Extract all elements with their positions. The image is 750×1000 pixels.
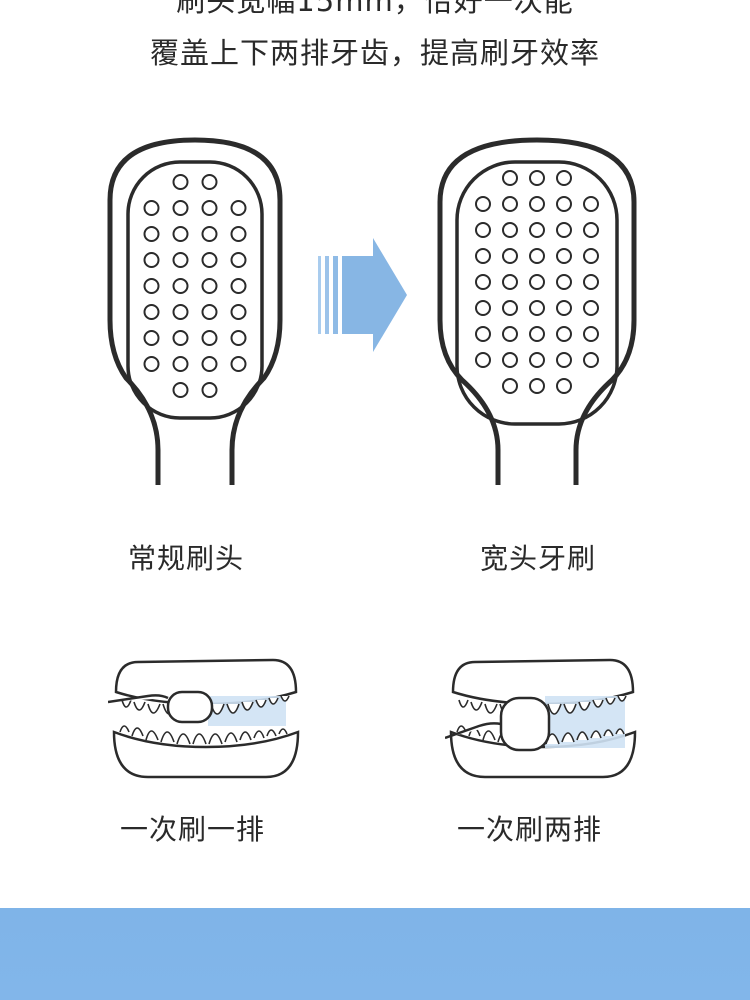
bristle-tuft — [556, 196, 572, 212]
heading-line-2: 覆盖上下两排牙齿，提高刷牙效率 — [149, 36, 600, 70]
footer-color-band — [0, 908, 750, 1000]
bristle-tuft — [502, 378, 518, 394]
bristle-tuft — [475, 352, 491, 368]
bristle-tuft — [230, 226, 247, 242]
bristle-tuft — [201, 174, 218, 190]
teeth-one-row-illustration — [108, 658, 300, 779]
bristle-tuft — [230, 200, 247, 216]
bristle-tuft — [502, 170, 518, 186]
bristle-tuft — [230, 330, 247, 346]
bristle-tuft — [172, 226, 189, 242]
bristle-tuft — [201, 278, 218, 294]
bristle-tuft — [529, 170, 545, 186]
bristle-tuft — [583, 326, 599, 342]
bristle-tuft — [201, 330, 218, 346]
bristle-tuft — [201, 226, 218, 242]
regular-brush-head-illustration — [107, 137, 283, 485]
bristle-tuft — [529, 326, 545, 342]
one-row-caption: 一次刷一排 — [120, 813, 266, 846]
bristle-tuft — [529, 378, 545, 394]
two-rows-caption: 一次刷两排 — [457, 813, 603, 846]
bristle-tuft — [475, 274, 491, 290]
bristle-tuft — [502, 352, 518, 368]
bristle-tuft — [583, 274, 599, 290]
bristle-tuft — [583, 222, 599, 238]
bristle-tuft — [556, 378, 572, 394]
bristle-tuft — [172, 356, 189, 372]
bristle-tuft — [230, 356, 247, 372]
bristle-tuft — [143, 200, 160, 216]
bristle-tuft — [502, 222, 518, 238]
bristle-tuft — [583, 248, 599, 264]
bristle-tuft — [475, 222, 491, 238]
bristle-tuft — [172, 278, 189, 294]
bristle-tuft — [143, 330, 160, 346]
bristle-tuft — [529, 222, 545, 238]
bristle-tuft — [475, 196, 491, 212]
bristle-tuft — [529, 248, 545, 264]
wide-brush-label: 宽头牙刷 — [480, 542, 597, 575]
teeth-two-rows-illustration — [445, 658, 637, 779]
bristle-tuft — [529, 300, 545, 316]
bristle-tuft — [502, 326, 518, 342]
bristle-tuft — [230, 278, 247, 294]
bristle-tuft — [583, 300, 599, 316]
bristle-tuft — [502, 196, 518, 212]
wide-bristle-grid — [475, 170, 599, 394]
bristle-tuft — [172, 252, 189, 268]
bristle-tuft — [502, 274, 518, 290]
bristle-tuft — [502, 248, 518, 264]
bristle-tuft — [475, 326, 491, 342]
bristle-tuft — [172, 174, 189, 190]
bristle-tuft — [529, 196, 545, 212]
bristle-tuft — [201, 356, 218, 372]
bristle-tuft — [529, 352, 545, 368]
regular-bristle-grid — [143, 174, 247, 398]
bristle-tuft — [172, 330, 189, 346]
regular-brush-label: 常规刷头 — [128, 542, 245, 575]
bristle-tuft — [143, 278, 160, 294]
bristle-tuft — [172, 304, 189, 320]
bristle-tuft — [230, 304, 247, 320]
bristle-tuft — [230, 252, 247, 268]
bristle-tuft — [583, 352, 599, 368]
bristle-tuft — [556, 274, 572, 290]
bristle-tuft — [556, 222, 572, 238]
bristle-tuft — [556, 170, 572, 186]
heading-line-1: 刷头宽幅15mm，恰好一次能 — [176, 0, 574, 18]
bristle-tuft — [172, 382, 189, 398]
wide-brush-head-illustration — [437, 137, 637, 485]
arrow-right-icon — [318, 238, 407, 352]
bristle-tuft — [143, 226, 160, 242]
bristle-tuft — [201, 252, 218, 268]
bristle-tuft — [475, 300, 491, 316]
bristle-tuft — [556, 248, 572, 264]
bristle-tuft — [556, 300, 572, 316]
bristle-tuft — [556, 326, 572, 342]
bristle-tuft — [143, 252, 160, 268]
bristle-tuft — [143, 304, 160, 320]
bristle-tuft — [529, 274, 545, 290]
bristle-tuft — [201, 304, 218, 320]
bristle-tuft — [172, 200, 189, 216]
bristle-tuft — [143, 356, 160, 372]
bristle-tuft — [475, 248, 491, 264]
bristle-tuft — [201, 200, 218, 216]
bristle-tuft — [502, 300, 518, 316]
bristle-tuft — [201, 382, 218, 398]
bristle-tuft — [583, 196, 599, 212]
bristle-tuft — [556, 352, 572, 368]
